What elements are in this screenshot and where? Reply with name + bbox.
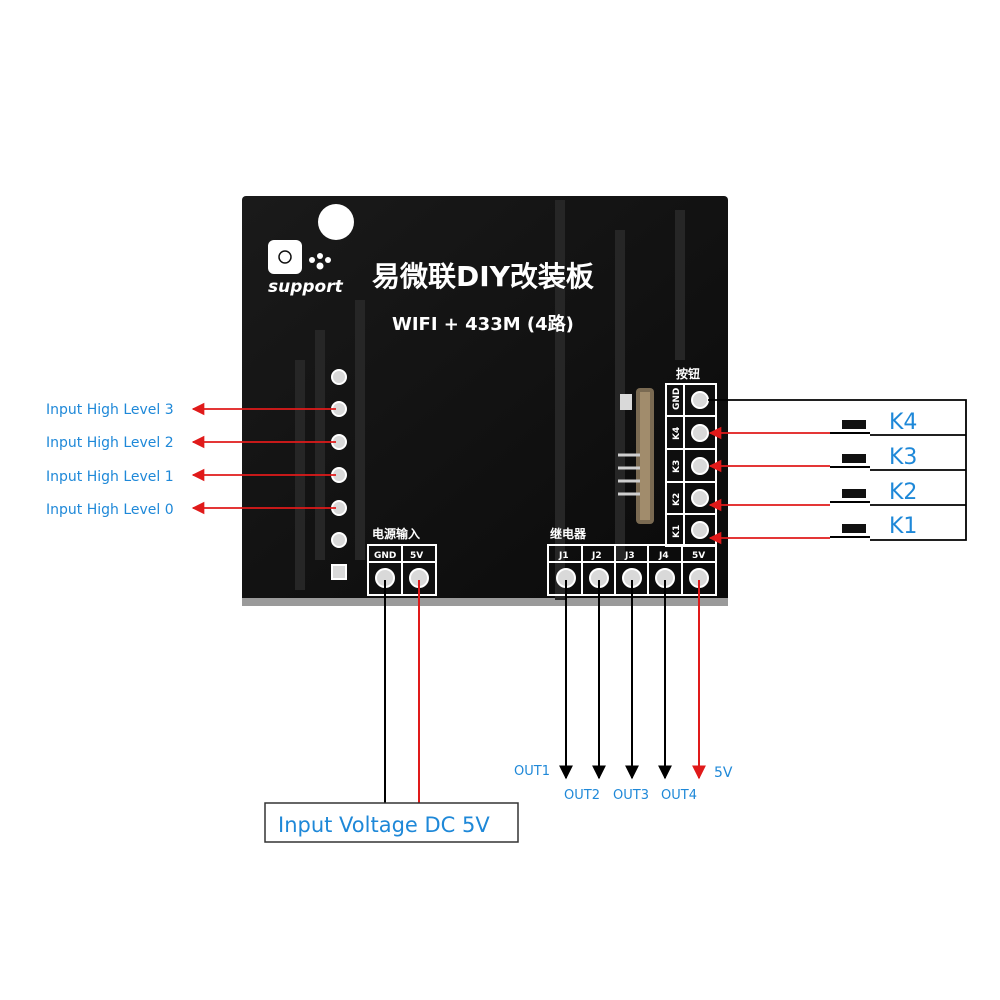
button-pin-k2: K2 — [672, 493, 682, 506]
push-button-symbols — [830, 420, 870, 538]
relay-pin-j1: J1 — [558, 551, 569, 561]
button-wiring — [708, 399, 967, 545]
logo-text: support — [268, 277, 344, 297]
pcb-board: support 易微联DIY改装板 WIFI + 433M (4路) 电源输入 … — [242, 196, 728, 606]
mounting-hole — [318, 204, 354, 240]
rf-module — [618, 388, 654, 524]
input-label-0: Input High Level 0 — [46, 502, 174, 518]
button-section-label: 按钮 — [676, 366, 700, 381]
output-label-2: OUT2 — [564, 788, 600, 803]
power-pin-gnd: GND — [374, 551, 396, 561]
board-title: 易微联DIY改装板 — [372, 260, 594, 293]
output-label-1: OUT1 — [514, 764, 550, 779]
button-pin-k4: K4 — [672, 427, 682, 440]
output-label-4: OUT4 — [661, 788, 697, 803]
power-box-label: Input Voltage DC 5V — [278, 813, 490, 837]
button-label-k1: K1 — [889, 514, 917, 539]
power-box — [264, 802, 519, 843]
button-pin-k3: K3 — [672, 460, 682, 473]
relay-pin-j2: J2 — [591, 551, 602, 561]
output-label-5v: 5V — [714, 765, 733, 781]
output-label-3: OUT3 — [613, 788, 649, 803]
relay-pin-j4: J4 — [658, 551, 669, 561]
input-label-1: Input High Level 1 — [46, 469, 174, 485]
push-button-k3 — [830, 454, 870, 468]
power-wires — [384, 580, 420, 803]
button-label-k3: K3 — [889, 445, 917, 470]
input-arrows — [191, 402, 336, 515]
input-label-2: Input High Level 2 — [46, 435, 174, 451]
button-label-k2: K2 — [889, 480, 917, 505]
push-button-k1 — [830, 524, 870, 538]
button-label-k4: K4 — [889, 410, 917, 435]
button-pin-k1: K1 — [672, 525, 682, 538]
power-section-label: 电源输入 — [372, 526, 420, 541]
relay-pin-j3: J3 — [624, 551, 635, 561]
input-label-3: Input High Level 3 — [46, 402, 174, 418]
board-subtitle: WIFI + 433M (4路) — [392, 313, 574, 335]
relay-pin-5v: 5V — [692, 551, 705, 561]
push-button-k4 — [830, 420, 870, 434]
output-arrows — [559, 580, 706, 780]
button-pin-gnd: GND — [672, 388, 682, 410]
left-pin-header — [331, 369, 347, 580]
power-pin-5v: 5V — [410, 551, 423, 561]
support-logo: support — [268, 240, 344, 297]
relay-section-label: 继电器 — [550, 526, 587, 541]
push-button-k2 — [830, 489, 870, 503]
